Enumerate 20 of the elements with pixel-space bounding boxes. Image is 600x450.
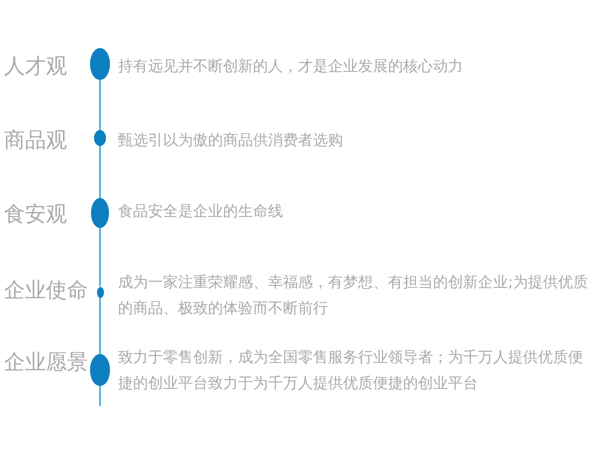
row-heading: 食安观 bbox=[4, 201, 67, 227]
description-text: 持有远见并不断创新的人，才是企业发展的核心动力 bbox=[118, 56, 464, 77]
timeline-dot bbox=[96, 286, 104, 298]
timeline-dot bbox=[90, 354, 110, 386]
timeline-line bbox=[99, 228, 101, 286]
timeline-dot bbox=[94, 130, 106, 146]
row-heading: 企业使命 bbox=[4, 277, 88, 303]
description-text: 食品安全是企业的生命线 bbox=[118, 201, 284, 222]
description-text: 致力于零售创新，成为全国零售服务行业领导者；为千万人提供优质便捷的创业平台致力于为千万人提供优质便捷的创业平台 bbox=[118, 347, 584, 394]
timeline-line bbox=[99, 146, 101, 198]
timeline-dot bbox=[91, 198, 109, 228]
description-text: 成为一家注重荣耀感、幸福感，有梦想、有担当的创新企业;为提供优质的商品、极致的体验而不断前行 bbox=[118, 272, 590, 319]
timeline-line bbox=[99, 386, 101, 406]
description-text: 甄选引以为傲的商品供消费者选购 bbox=[118, 130, 344, 151]
row-heading: 人才观 bbox=[4, 53, 67, 79]
timeline-dot bbox=[90, 48, 110, 80]
timeline-line bbox=[99, 80, 101, 130]
row-heading: 商品观 bbox=[4, 127, 67, 153]
row-heading: 企业愿景 bbox=[4, 349, 88, 375]
timeline-line bbox=[99, 298, 101, 354]
